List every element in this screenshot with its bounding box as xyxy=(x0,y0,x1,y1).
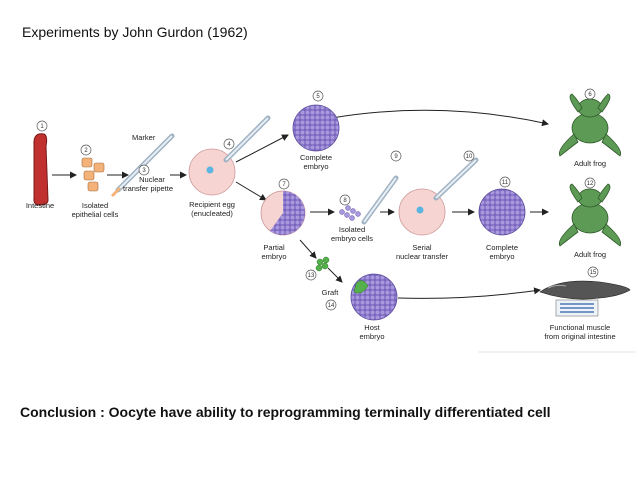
step-number: 12 xyxy=(587,181,594,187)
serial-transfer-egg-icon xyxy=(398,188,446,236)
muscle-inset-icon xyxy=(555,299,599,317)
label-complete: Complete xyxy=(486,243,518,252)
intestine-icon xyxy=(33,133,49,206)
arrow-5-6 xyxy=(331,109,549,127)
step-number: 3 xyxy=(142,168,146,174)
step-number: 8 xyxy=(343,198,347,204)
label-isolated: Isolated xyxy=(339,225,365,234)
step-number: 15 xyxy=(590,270,597,276)
recipient-egg-icon xyxy=(188,148,236,196)
isolated-embryo-cells-icon xyxy=(339,205,361,221)
pipette-icon xyxy=(361,175,399,225)
label-adult-frog: Adult frog xyxy=(574,159,606,168)
label-isolated: Isolated xyxy=(82,201,108,210)
arrow-7-13 xyxy=(299,239,317,259)
pipette-into-egg-icon xyxy=(433,157,479,201)
epithelial-cells-icon xyxy=(81,157,105,192)
label-embryo: embryo xyxy=(489,252,514,261)
label-embryo: embryo xyxy=(261,252,286,261)
arrow-4-7 xyxy=(235,181,267,201)
label-embryo: embryo xyxy=(303,162,328,171)
arrow-4-5 xyxy=(235,134,289,163)
adult-frog-icon xyxy=(558,93,622,157)
partial-embryo-icon xyxy=(260,190,306,236)
step-number: 10 xyxy=(466,154,473,160)
tadpole-icon xyxy=(539,280,631,300)
nuclear-transfer-pipette-icon xyxy=(110,133,175,198)
conclusion-text: Conclusion : Oocyte have ability to repr… xyxy=(20,404,551,420)
label-adult-frog: Adult frog xyxy=(574,250,606,259)
label-partial: Partial xyxy=(263,243,285,252)
label-intestine: Intestine xyxy=(26,201,54,210)
label-serial: Serial xyxy=(412,243,432,252)
label-functional-muscle: Functional muscle xyxy=(550,323,610,332)
step-number: 1 xyxy=(40,124,44,130)
label-nuclear-transfer: nuclear transfer xyxy=(396,252,449,261)
label-complete: Complete xyxy=(300,153,332,162)
arrow-14-15 xyxy=(397,287,541,299)
label-embryo-cells: embryo cells xyxy=(331,234,373,243)
step-number: 7 xyxy=(282,182,286,188)
label-host: Host xyxy=(364,323,380,332)
step-number: 6 xyxy=(588,92,592,98)
label-from-original-intestine: from original intestine xyxy=(544,332,615,341)
step-number: 2 xyxy=(84,148,88,154)
host-embryo-icon xyxy=(350,273,398,321)
complete-embryo-icon xyxy=(478,188,526,236)
label-enucleated: (enucleated) xyxy=(191,209,233,218)
graft-icon xyxy=(315,256,330,272)
arrow-13-14 xyxy=(327,267,343,283)
step-number: 9 xyxy=(394,154,398,160)
label-graft: Graft xyxy=(322,288,340,297)
step-number: 14 xyxy=(328,303,335,309)
step-number: 13 xyxy=(308,273,315,279)
label-epithelial-cells: epithelial cells xyxy=(72,210,119,219)
step-number: 4 xyxy=(227,142,231,148)
label-marker: Marker xyxy=(132,133,156,142)
label-recipient-egg: Recipient egg xyxy=(189,200,235,209)
page-title: Experiments by John Gurdon (1962) xyxy=(22,24,248,40)
label-transfer-pipette: transfer pipette xyxy=(123,184,173,193)
complete-embryo-icon xyxy=(292,104,340,152)
label-nuclear: Nuclear xyxy=(139,175,165,184)
step-number: 5 xyxy=(316,94,320,100)
pipette-into-egg-icon xyxy=(223,115,271,163)
label-embryo: embryo xyxy=(359,332,384,341)
adult-frog-icon xyxy=(558,183,622,247)
step-number: 11 xyxy=(502,180,509,186)
